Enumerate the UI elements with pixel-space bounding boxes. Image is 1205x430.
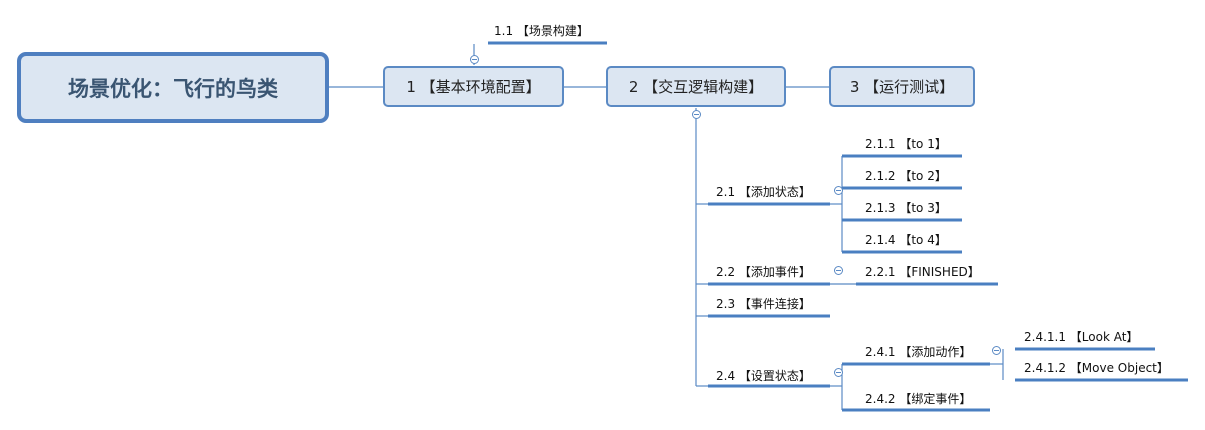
subtopic-2-1-4[interactable]: 2.1.4 【to 4】: [865, 233, 947, 247]
subtopic-1-1[interactable]: 1.1 【场景构建】: [494, 24, 589, 38]
subtopic-2-4[interactable]: 2.4 【设置状态】: [716, 369, 811, 383]
subtopic-2-4-1-2[interactable]: 2.4.1.2 【Move Object】: [1024, 361, 1169, 375]
subtopic-2-2[interactable]: 2.2 【添加事件】: [716, 265, 811, 279]
subtopic-2-3[interactable]: 2.3 【事件连接】: [716, 297, 811, 311]
main-topic-2[interactable]: 2 【交互逻辑构建】: [606, 66, 786, 107]
main-topic-3[interactable]: 3 【运行测试】: [829, 66, 975, 107]
main-topic-1-label: 1 【基本环境配置】: [406, 78, 541, 96]
subtopic-2-1-3[interactable]: 2.1.3 【to 3】: [865, 201, 947, 215]
collapse-toggle-2-1[interactable]: [834, 186, 843, 195]
subtopic-2-2-1[interactable]: 2.2.1 【FINISHED】: [865, 265, 980, 279]
main-topic-1[interactable]: 1 【基本环境配置】: [383, 66, 564, 107]
main-topic-3-label: 3 【运行测试】: [849, 78, 955, 96]
collapse-toggle-2[interactable]: [692, 110, 701, 119]
collapse-toggle-1[interactable]: [470, 55, 479, 64]
root-topic[interactable]: 场景优化：飞行的鸟类: [17, 52, 329, 123]
subtopic-2-1-1[interactable]: 2.1.1 【to 1】: [865, 137, 947, 151]
subtopic-2-1-2[interactable]: 2.1.2 【to 2】: [865, 169, 947, 183]
subtopic-2-4-2[interactable]: 2.4.2 【绑定事件】: [865, 392, 972, 406]
collapse-toggle-2-4[interactable]: [834, 368, 843, 377]
main-topic-2-label: 2 【交互逻辑构建】: [628, 78, 764, 96]
subtopic-2-4-1-1[interactable]: 2.4.1.1 【Look At】: [1024, 330, 1139, 344]
collapse-toggle-2-4-1[interactable]: [992, 346, 1001, 355]
root-topic-label: 场景优化：飞行的鸟类: [68, 76, 278, 101]
subtopic-2-1[interactable]: 2.1 【添加状态】: [716, 185, 811, 199]
collapse-toggle-2-2[interactable]: [834, 266, 843, 275]
subtopic-2-4-1[interactable]: 2.4.1 【添加动作】: [865, 345, 972, 359]
